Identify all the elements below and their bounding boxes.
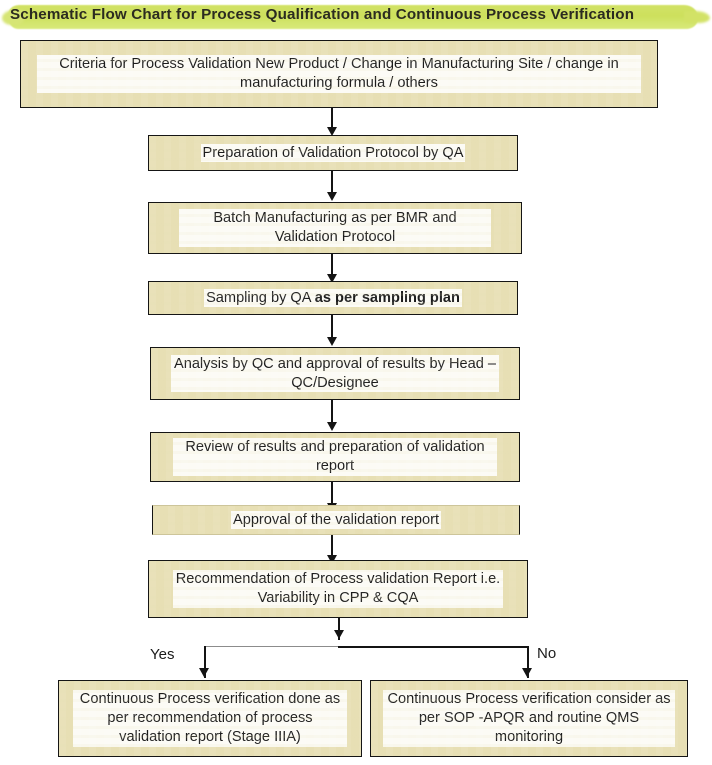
node-cpv-no-label: Continuous Process verification consider… — [383, 690, 675, 747]
branch-bar-left — [204, 646, 339, 648]
node-criteria: Criteria for Process Validation New Prod… — [20, 40, 658, 108]
connector-branch-yes — [204, 646, 206, 678]
connector-protocol-batch — [331, 171, 333, 195]
connector-branch-no — [527, 646, 529, 678]
arrowhead-protocol-batch — [326, 192, 337, 201]
node-cpv-yes: Continuous Process verification done as … — [58, 680, 362, 757]
node-recommendation: Recommendation of Process validation Rep… — [148, 560, 528, 618]
arrowhead-approval-recommendation — [326, 555, 337, 564]
arrowhead-sampling-analysis — [326, 337, 337, 346]
connector-review-approval — [331, 482, 333, 505]
arrowhead-analysis-review — [326, 422, 337, 431]
branch-label-yes: Yes — [150, 646, 175, 663]
node-criteria-label: Criteria for Process Validation New Prod… — [37, 55, 641, 93]
connector-sampling-analysis — [331, 315, 333, 340]
node-sampling-label: Sampling by QA as per sampling plan — [204, 288, 462, 308]
arrowhead-branch-no — [522, 668, 532, 677]
connector-analysis-review — [331, 400, 333, 425]
connector-approval-recommendation — [331, 535, 333, 557]
page-title: Schematic Flow Chart for Process Qualifi… — [10, 6, 635, 23]
node-cpv-yes-label: Continuous Process verification done as … — [73, 690, 347, 747]
node-review: Review of results and preparation of val… — [150, 432, 520, 482]
connector-recommendation-split — [338, 618, 340, 640]
node-review-label: Review of results and preparation of val… — [173, 438, 497, 476]
branch-label-no: No — [537, 645, 557, 662]
node-protocol: Preparation of Validation Protocol by QA — [148, 135, 518, 171]
arrowhead-criteria-protocol — [326, 127, 337, 136]
node-sampling-label-normal: Sampling by QA — [206, 289, 315, 306]
branch-bar-right — [338, 646, 528, 648]
arrowhead-batch-sampling — [326, 274, 337, 283]
arrowhead-branch-yes — [199, 668, 209, 677]
node-recommendation-label: Recommendation of Process validation Rep… — [173, 570, 503, 608]
node-approval: Approval of the validation report — [152, 505, 520, 535]
node-cpv-no: Continuous Process verification consider… — [370, 680, 688, 757]
highlighter-marker — [8, 5, 698, 29]
chart-title: Schematic Flow Chart for Process Qualifi… — [0, 2, 712, 34]
node-analysis-label: Analysis by QC and approval of results b… — [171, 354, 499, 393]
node-sampling: Sampling by QA as per sampling plan — [148, 281, 518, 315]
arrowhead-recommendation-split — [333, 630, 344, 639]
connector-criteria-protocol — [331, 108, 333, 130]
connector-batch-sampling — [331, 254, 333, 277]
node-sampling-label-bold: as per sampling plan — [314, 289, 460, 306]
node-batch-label: Batch Manufacturing as per BMR and Valid… — [179, 209, 491, 247]
node-batch: Batch Manufacturing as per BMR and Valid… — [148, 202, 522, 254]
node-protocol-label: Preparation of Validation Protocol by QA — [200, 143, 466, 163]
node-approval-label: Approval of the validation report — [230, 510, 442, 530]
node-analysis: Analysis by QC and approval of results b… — [150, 347, 520, 400]
